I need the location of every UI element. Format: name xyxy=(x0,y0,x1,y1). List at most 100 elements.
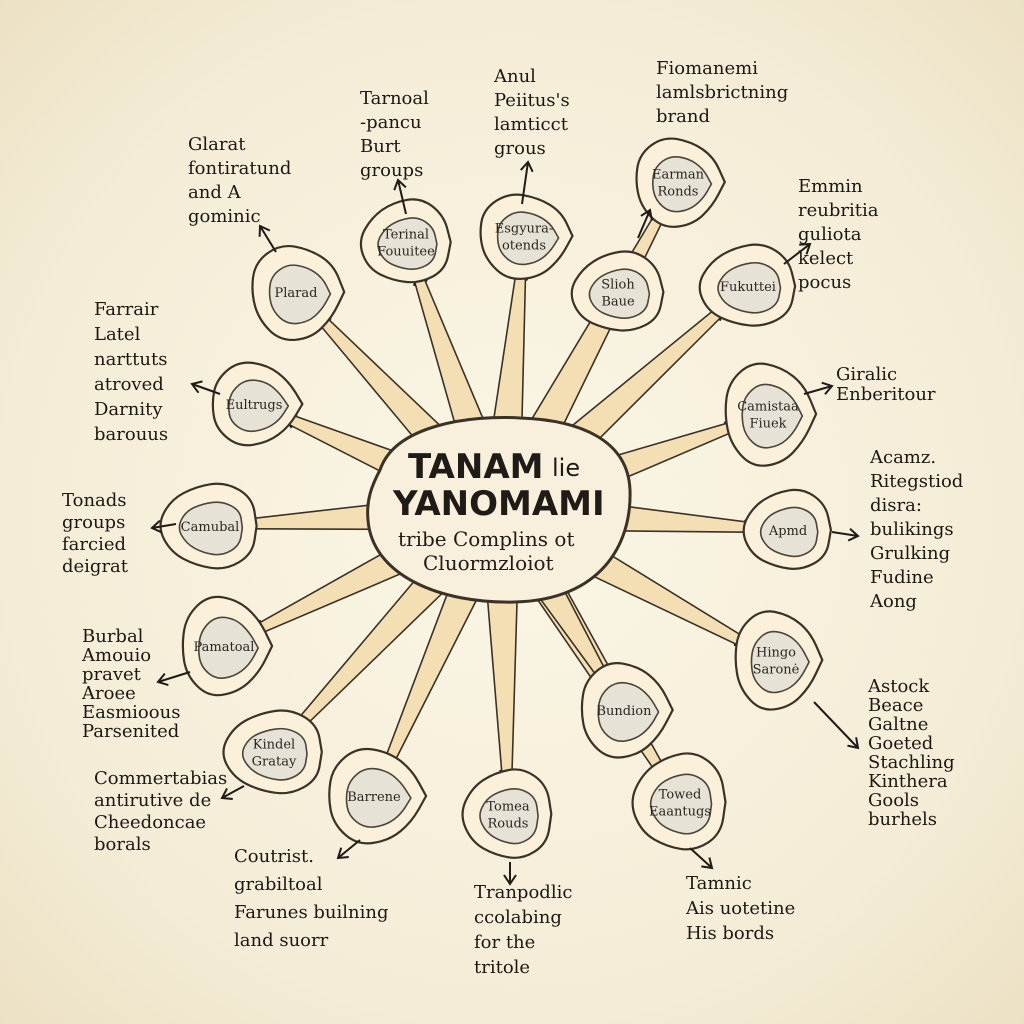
node-inner-shape xyxy=(750,630,811,694)
note-arrow xyxy=(156,671,191,687)
annotation-line: Aroee xyxy=(81,683,136,704)
annotation-line: Enberitour xyxy=(836,384,936,405)
annotation-line: lamlsbrictning xyxy=(656,82,788,103)
annotation-line: disra: xyxy=(870,495,922,516)
annotation-note-7: AstockBeaceGaltneGoetedStachlingKinthera… xyxy=(867,676,955,830)
annotation-note-6: Acamz.Ritegstioddisra:bulikingsGrulkingF… xyxy=(869,447,963,612)
annotation-line: Grulking xyxy=(870,543,950,564)
node-inner-shape xyxy=(649,773,713,835)
node-label: Camistaa xyxy=(737,400,799,415)
annotation-line: Tranpodlic xyxy=(474,882,572,903)
annotation-line: bulikings xyxy=(870,519,954,540)
annotation-line: Burbal xyxy=(82,626,144,647)
note-arrow xyxy=(150,519,177,534)
node-inner-shape xyxy=(345,767,412,828)
annotation-line: Goeted xyxy=(868,733,933,754)
annotation-line: Fiomanemi xyxy=(656,58,758,79)
hub-title-line2: YANOMAMI xyxy=(392,484,605,524)
annotation-line: brand xyxy=(656,106,710,127)
note-arrow xyxy=(336,839,361,860)
annotation-line: guliota xyxy=(798,224,862,245)
annotation-line: Beace xyxy=(868,695,923,716)
annotation-line: Emmin xyxy=(798,176,863,197)
annotation-line: Tonads xyxy=(62,490,127,511)
annotation-line: grous xyxy=(494,138,546,159)
node-label: Slioh xyxy=(601,278,635,293)
node-label: Fouuitee xyxy=(377,245,435,260)
node-0: Plarad xyxy=(251,244,346,342)
node-label: Fiuek xyxy=(749,417,786,432)
node-label: Earman xyxy=(652,168,705,183)
annotation-line: Farrair xyxy=(94,299,159,320)
node-inner-shape xyxy=(652,156,713,213)
annotation-note-14: FarrairLatelnarttutsatrovedDarnitybarouu… xyxy=(94,299,168,445)
note-arrow xyxy=(258,224,277,253)
node-inner-shape xyxy=(717,261,782,314)
annotation-line: grabiltoal xyxy=(234,874,323,895)
annotation-line: Kinthera xyxy=(868,771,948,792)
node-label: Fukuttei xyxy=(720,280,776,295)
annotation-line: burhels xyxy=(868,809,937,830)
hub-subtitle-line1: tribe Complins ot xyxy=(398,527,574,551)
annotation-line: Anul xyxy=(493,66,536,87)
annotation-line: reubritia xyxy=(798,200,879,221)
annotation-line: pravet xyxy=(82,664,142,685)
annotation-line: Amouio xyxy=(81,645,151,666)
central-hub: TANAM lie YANOMAMI tribe Complins ot Clu… xyxy=(366,416,632,604)
annotation-line: ccolabing xyxy=(474,907,562,928)
hub-title-line1: TANAM xyxy=(408,447,543,487)
annotation-line: fontiratund xyxy=(188,158,291,179)
annotation-line: Latel xyxy=(94,324,141,345)
annotation-line: groups xyxy=(360,160,423,181)
annotation-line: farcied xyxy=(62,534,126,555)
node-12: Barrene xyxy=(328,747,428,845)
annotation-line: Gools xyxy=(868,790,919,811)
node-label: Barrene xyxy=(347,790,401,805)
annotation-line: Tarnoal xyxy=(360,88,429,109)
node-inner-shape xyxy=(759,506,819,558)
annotation-line: Darnity xyxy=(94,399,163,420)
node-label: Bundion xyxy=(597,704,653,719)
node-5: Fukuttei xyxy=(698,243,797,327)
node-inner-shape xyxy=(227,379,290,433)
node-label: Rouds xyxy=(488,817,529,832)
annotation-line: Easmioous xyxy=(82,702,180,723)
annotation-line: kelect xyxy=(798,248,854,269)
node-label: Camubal xyxy=(181,520,240,535)
node-label: Terinal xyxy=(383,228,429,243)
annotation-line: for the xyxy=(474,932,535,953)
node-inner-shape xyxy=(588,268,651,319)
node-inner-shape xyxy=(597,681,660,742)
annotation-line: Coutrist. xyxy=(234,846,314,867)
node-inner-shape xyxy=(241,727,308,781)
annotation-line: Ritegstiod xyxy=(870,471,963,492)
node-inner-shape xyxy=(178,501,244,556)
annotation-line: narttuts xyxy=(94,349,167,370)
annotation-line: and A xyxy=(188,182,242,203)
annotation-line: gominic xyxy=(188,206,261,227)
annotation-line: -pancu xyxy=(360,112,422,133)
annotation-note-3: Fiomanemi lamlsbrictning brand xyxy=(656,58,788,127)
annotation-line: land suorr xyxy=(234,930,329,951)
annotation-line: Giralic xyxy=(836,364,897,385)
node-7: Apmd xyxy=(742,488,833,570)
note-arrow xyxy=(637,208,653,239)
note-arrow xyxy=(783,242,812,265)
node-16: Eultrugs xyxy=(211,361,304,447)
node-label: Towed xyxy=(659,788,702,803)
annotation-line: Cheedoncae xyxy=(94,812,206,833)
annotation-line: groups xyxy=(62,512,125,533)
note-arrow xyxy=(220,785,245,800)
annotation-line: deigrat xyxy=(62,556,129,577)
note-arrow xyxy=(689,847,714,870)
note-arrow xyxy=(503,862,517,886)
